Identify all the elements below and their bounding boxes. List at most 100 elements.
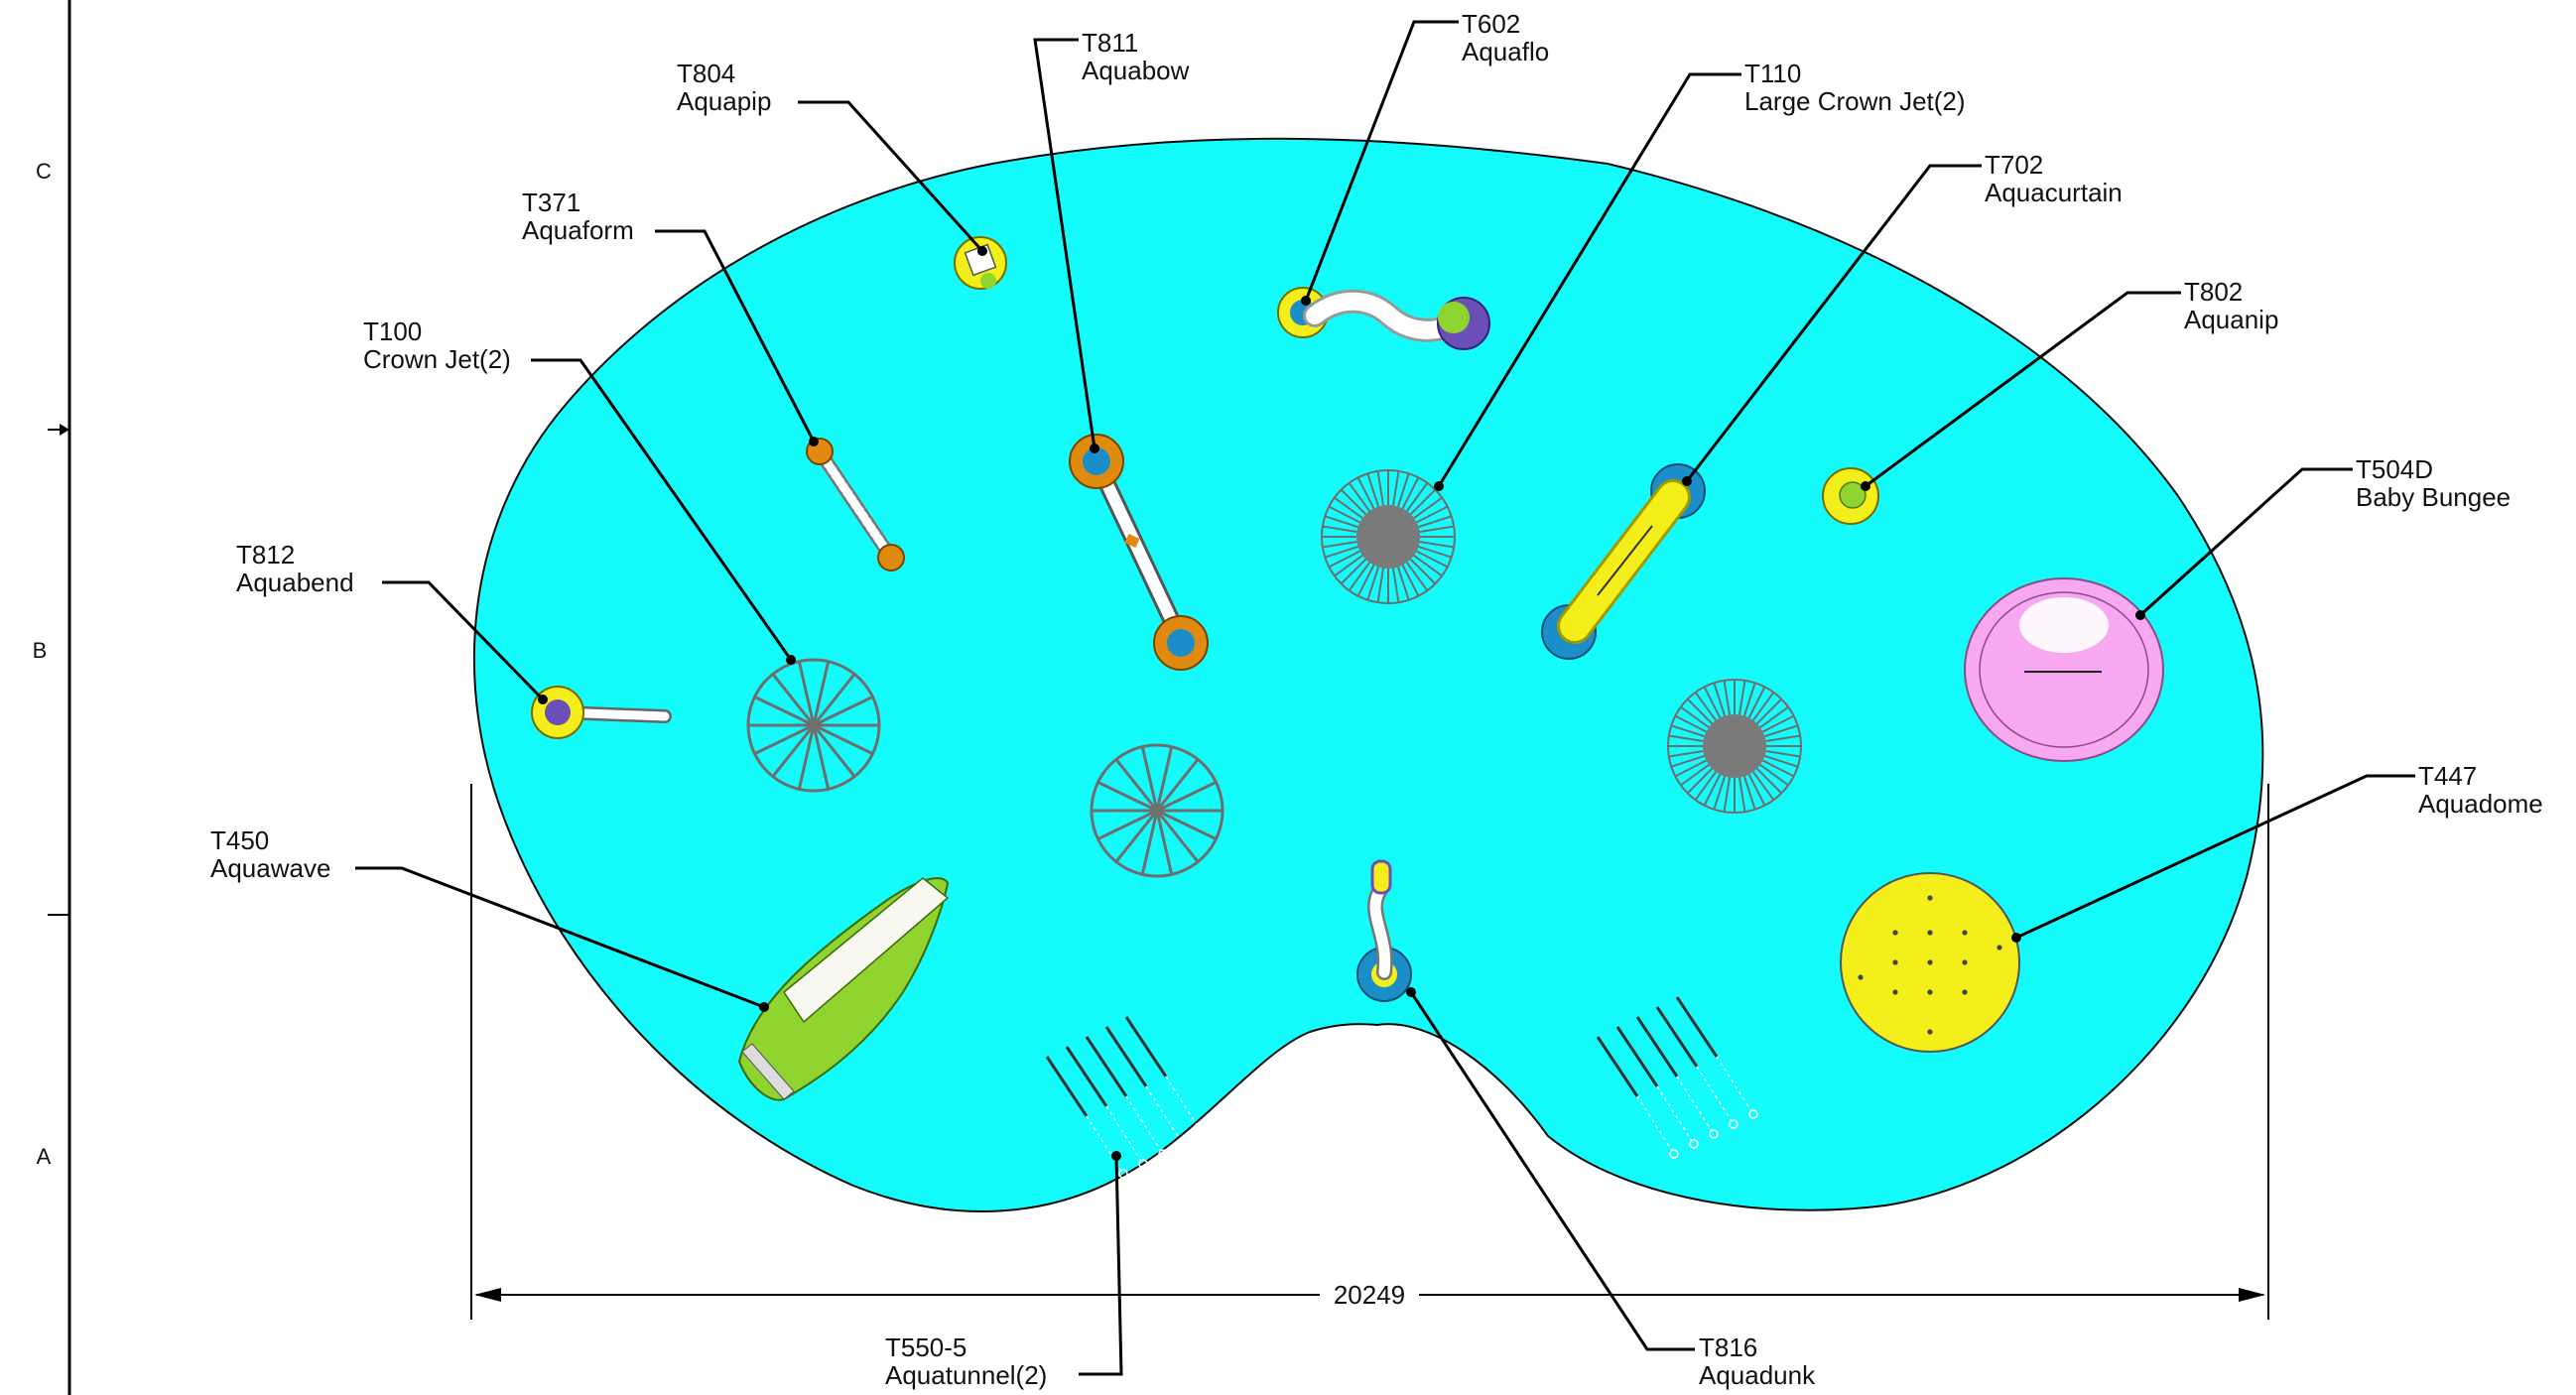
aquacurtain-icon xyxy=(1541,463,1706,660)
callout-t110: T110 Large Crown Jet(2) xyxy=(1744,59,1966,116)
jet-spoke xyxy=(1401,565,1420,597)
jet-spoke xyxy=(1723,680,1731,715)
callout-t702: T702 Aquacurtain xyxy=(1985,150,2123,207)
crown-jet-left xyxy=(746,658,881,793)
callout-t550: T550-5 Aquatunnel(2) xyxy=(885,1332,1047,1390)
tunnel-nozzle xyxy=(1729,1119,1739,1129)
jet-spoke xyxy=(1680,705,1710,728)
dome-nozzle xyxy=(1927,989,1933,995)
jet-spoke xyxy=(812,724,831,790)
jet-spoke xyxy=(1418,515,1453,529)
jet-spoke xyxy=(1366,567,1380,601)
jet-spoke xyxy=(1764,754,1799,768)
callout-code: T811 xyxy=(1082,28,1138,58)
callout-code: T100 xyxy=(363,317,422,346)
aquawave-icon xyxy=(737,877,950,1101)
aquapip-icon xyxy=(954,236,1007,290)
jet-spoke xyxy=(1670,754,1705,768)
callout-code: T816 xyxy=(1699,1332,1757,1362)
callout-code: T110 xyxy=(1744,59,1801,88)
callout-name: Aquawave xyxy=(210,853,330,883)
callout-t811: T811 Aquabow xyxy=(1082,28,1190,85)
jet-spoke xyxy=(1114,810,1159,863)
jet-spoke xyxy=(1413,555,1443,577)
jet-spoke xyxy=(1396,472,1410,507)
callout-code: T447 xyxy=(2418,761,2477,791)
jet-spoke xyxy=(1674,714,1707,733)
tunnel-nozzle xyxy=(1138,1159,1148,1169)
dome-nozzle xyxy=(1962,930,1968,936)
baby-bungee-icon xyxy=(1964,577,2164,762)
jet-spoke xyxy=(1739,777,1746,813)
jet-spoke xyxy=(1140,810,1159,875)
tunnel-arch xyxy=(1124,1016,1168,1078)
jet-spoke xyxy=(1328,505,1360,524)
jet-spoke xyxy=(1401,476,1420,509)
tunnel-nozzle xyxy=(1669,1149,1679,1159)
jet-spoke xyxy=(1668,734,1704,742)
tunnel-arch xyxy=(1675,996,1719,1058)
jet-spoke xyxy=(1703,686,1722,718)
jet-spoke xyxy=(1747,686,1766,718)
tunnel-arch xyxy=(1045,1056,1089,1117)
zone-label-a: A xyxy=(37,1144,52,1169)
callout-t371: T371 Aquaform xyxy=(522,188,634,245)
jet-spoke xyxy=(1419,525,1455,533)
jet-spoke xyxy=(1694,692,1717,721)
callout-name: Aquacurtain xyxy=(1985,178,2123,207)
tunnel-nozzle xyxy=(1748,1109,1758,1119)
jet-spoke xyxy=(753,723,815,755)
jet-spoke xyxy=(1419,541,1455,549)
tunnel-arch xyxy=(1635,1016,1679,1078)
jet-spoke xyxy=(1340,488,1367,516)
jet-spoke xyxy=(813,723,874,755)
callout-name: Baby Bungee xyxy=(2356,482,2511,512)
jet-spoke xyxy=(1392,568,1400,603)
jet-spoke xyxy=(1762,759,1795,778)
tunnel-arch xyxy=(1085,1036,1128,1097)
jet-spoke xyxy=(1096,781,1158,813)
tunnel-arch xyxy=(1596,1036,1639,1097)
jet-spoke xyxy=(1155,810,1174,875)
jet-spoke xyxy=(1416,550,1449,569)
jet-spoke xyxy=(1759,764,1789,787)
aquatunnel-right-icon xyxy=(1596,996,1758,1159)
jet-spoke xyxy=(1755,767,1783,795)
jet-spoke xyxy=(812,673,856,726)
dome-nozzle xyxy=(1927,959,1933,965)
jet-spoke xyxy=(1680,764,1710,787)
jet-spoke xyxy=(797,661,816,726)
jet-spoke xyxy=(1356,476,1375,509)
jet-spoke xyxy=(1764,724,1799,738)
callout-code: T804 xyxy=(677,59,735,88)
callout-code: T504D xyxy=(2356,454,2433,484)
jet-spoke xyxy=(1366,472,1380,507)
overall-width-dimension: 20249 xyxy=(470,784,2269,1320)
jet-spoke xyxy=(812,661,831,726)
dome-nozzle xyxy=(1962,959,1968,965)
dome-nozzle xyxy=(1927,895,1933,901)
jet-spoke xyxy=(1140,746,1159,812)
jet-spoke xyxy=(1713,682,1727,716)
callout-name: Aquanip xyxy=(2184,305,2278,334)
jet-spoke xyxy=(1356,565,1375,597)
jet-spoke xyxy=(1762,714,1795,733)
jet-spoke xyxy=(1340,558,1367,585)
callout-name: Crown Jet(2) xyxy=(363,344,511,374)
callout-code: T702 xyxy=(1985,150,2043,180)
jet-spoke xyxy=(1096,809,1158,840)
callout-t812: T812 Aquabend xyxy=(236,540,354,597)
jet-spoke xyxy=(1409,488,1437,516)
tunnel-nozzle xyxy=(1689,1139,1699,1149)
callout-t450: T450 Aquawave xyxy=(210,825,330,883)
callout-t802: T802 Aquanip xyxy=(2184,277,2278,334)
dimension-value: 20249 xyxy=(1334,1280,1405,1310)
jet-spoke xyxy=(797,724,816,790)
zone-label-c: C xyxy=(36,159,52,184)
jet-spoke xyxy=(1416,505,1449,524)
jet-spoke xyxy=(1668,750,1704,758)
callout-name: Aquabow xyxy=(1082,56,1190,85)
jet-spoke xyxy=(1742,682,1756,716)
jet-spoke xyxy=(753,696,815,727)
callout-code: T450 xyxy=(210,825,269,855)
